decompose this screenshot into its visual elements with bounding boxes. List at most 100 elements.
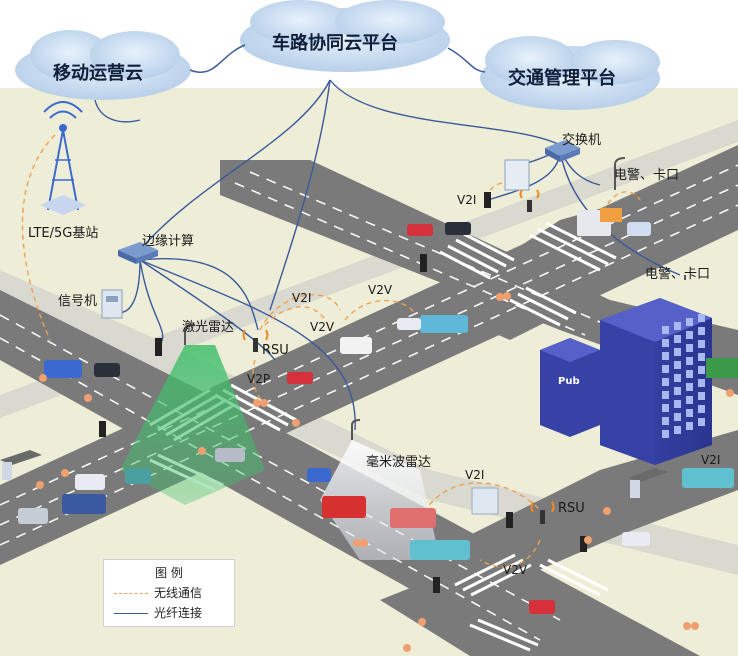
car-white-3: [622, 532, 650, 546]
bus-teal-3: [682, 468, 734, 488]
building-window: [674, 413, 681, 421]
legend-fiber-label: 光纤连接: [154, 606, 203, 620]
building-window: [674, 322, 681, 330]
legend-fiber: 光纤连接: [114, 604, 202, 621]
building-window: [698, 353, 705, 361]
label-v2i-3: V2I: [457, 193, 477, 207]
label-police-1: 电警、卡口: [614, 168, 680, 183]
label-edge: 边缘计算: [142, 234, 195, 249]
cloud-mobile: [15, 30, 191, 100]
label-v2i-2: V2I: [465, 468, 485, 482]
label-switch: 交换机: [562, 133, 602, 148]
wireless-links: [21, 134, 641, 568]
building-window: [698, 418, 705, 426]
cloud-platform: [240, 0, 450, 72]
edge-compute-icon: [118, 242, 158, 264]
car-teal: [125, 468, 151, 484]
car-green-truck: [706, 358, 738, 378]
building-window: [698, 327, 705, 335]
cabinet-icon: [504, 159, 530, 191]
building-window: [674, 361, 681, 369]
cloud-label-traffic: 交通管理平台: [508, 68, 616, 89]
building-window: [674, 335, 681, 343]
bus-stops: [0, 450, 668, 515]
pedestrians: [36, 292, 734, 652]
building-window: [662, 352, 669, 360]
cloud-traffic: [480, 36, 660, 110]
building-window: [686, 409, 693, 417]
label-v2p: V2P: [247, 372, 271, 386]
car-red-4: [529, 600, 555, 614]
car-white-2: [75, 474, 105, 490]
building-window: [698, 392, 705, 400]
building-window: [674, 374, 681, 382]
cloud-links: [189, 44, 486, 73]
car-red: [407, 224, 433, 236]
building-window: [686, 370, 693, 378]
building-window: [662, 417, 669, 425]
label-rsu-2: RSU: [558, 501, 585, 516]
building-window: [662, 404, 669, 412]
legend-wireless-label: 无线通信: [154, 586, 203, 600]
building-window: [698, 379, 705, 387]
traffic-lights: [99, 192, 587, 593]
building-window: [674, 348, 681, 356]
legend-fiber-swatch: [114, 613, 148, 614]
car-black: [94, 363, 120, 377]
base-station-icon: [40, 101, 86, 215]
building-window: [686, 344, 693, 352]
bus-blue: [62, 494, 106, 514]
label-signal: 信号机: [58, 294, 98, 309]
legend-wireless-swatch: [114, 593, 148, 594]
label-v2i-1: V2I: [292, 291, 312, 305]
building-window: [686, 383, 693, 391]
car-red-3: [390, 508, 436, 528]
ambulance: [340, 337, 372, 354]
label-base-station: LTE/5G基站: [28, 226, 99, 241]
bus-teal-2: [410, 540, 470, 560]
car-silver: [215, 448, 245, 462]
car-blue-2: [307, 468, 331, 482]
building-window: [674, 400, 681, 408]
car-red-2: [287, 372, 313, 384]
building-window: [686, 396, 693, 404]
office-building: Pub: [540, 298, 712, 465]
car-dark: [445, 222, 471, 235]
building-window: [662, 378, 669, 386]
cloud-label-mobile: 移动运营云: [53, 63, 143, 84]
label-rsu-1: RSU: [262, 343, 289, 358]
bus-teal: [420, 315, 468, 333]
building-window: [686, 318, 693, 326]
label-v2v-2: V2V: [368, 283, 393, 297]
label-v2i-4: V2I: [701, 453, 721, 467]
building-window: [674, 387, 681, 395]
label-v2v-3: V2V: [503, 563, 528, 577]
car-white-1: [397, 318, 421, 330]
building-window: [662, 365, 669, 373]
building-window: [662, 326, 669, 334]
poles: [184, 157, 686, 440]
label-lidar: 激光雷达: [182, 320, 235, 335]
car-blue: [44, 360, 82, 378]
vehicles: [18, 208, 738, 614]
building-window: [698, 340, 705, 348]
building-sign: Pub: [558, 376, 580, 387]
label-v2v-1: V2V: [310, 320, 335, 334]
switch-icon: [545, 140, 580, 162]
rsu-icons: [242, 189, 555, 524]
car-blue-white: [627, 222, 651, 236]
label-police-2: 电警、卡口: [645, 267, 711, 282]
building-window: [698, 405, 705, 413]
fire-truck: [322, 496, 366, 518]
building-window: [686, 357, 693, 365]
building-window: [662, 430, 669, 438]
fiber-links: [94, 79, 681, 431]
building-window: [698, 366, 705, 374]
mmwave-coverage: [320, 440, 440, 560]
building-window: [698, 314, 705, 322]
truck-orange: [600, 208, 622, 222]
lidar-coverage: [120, 345, 265, 505]
building-window: [662, 391, 669, 399]
car-silver-2: [18, 508, 48, 524]
